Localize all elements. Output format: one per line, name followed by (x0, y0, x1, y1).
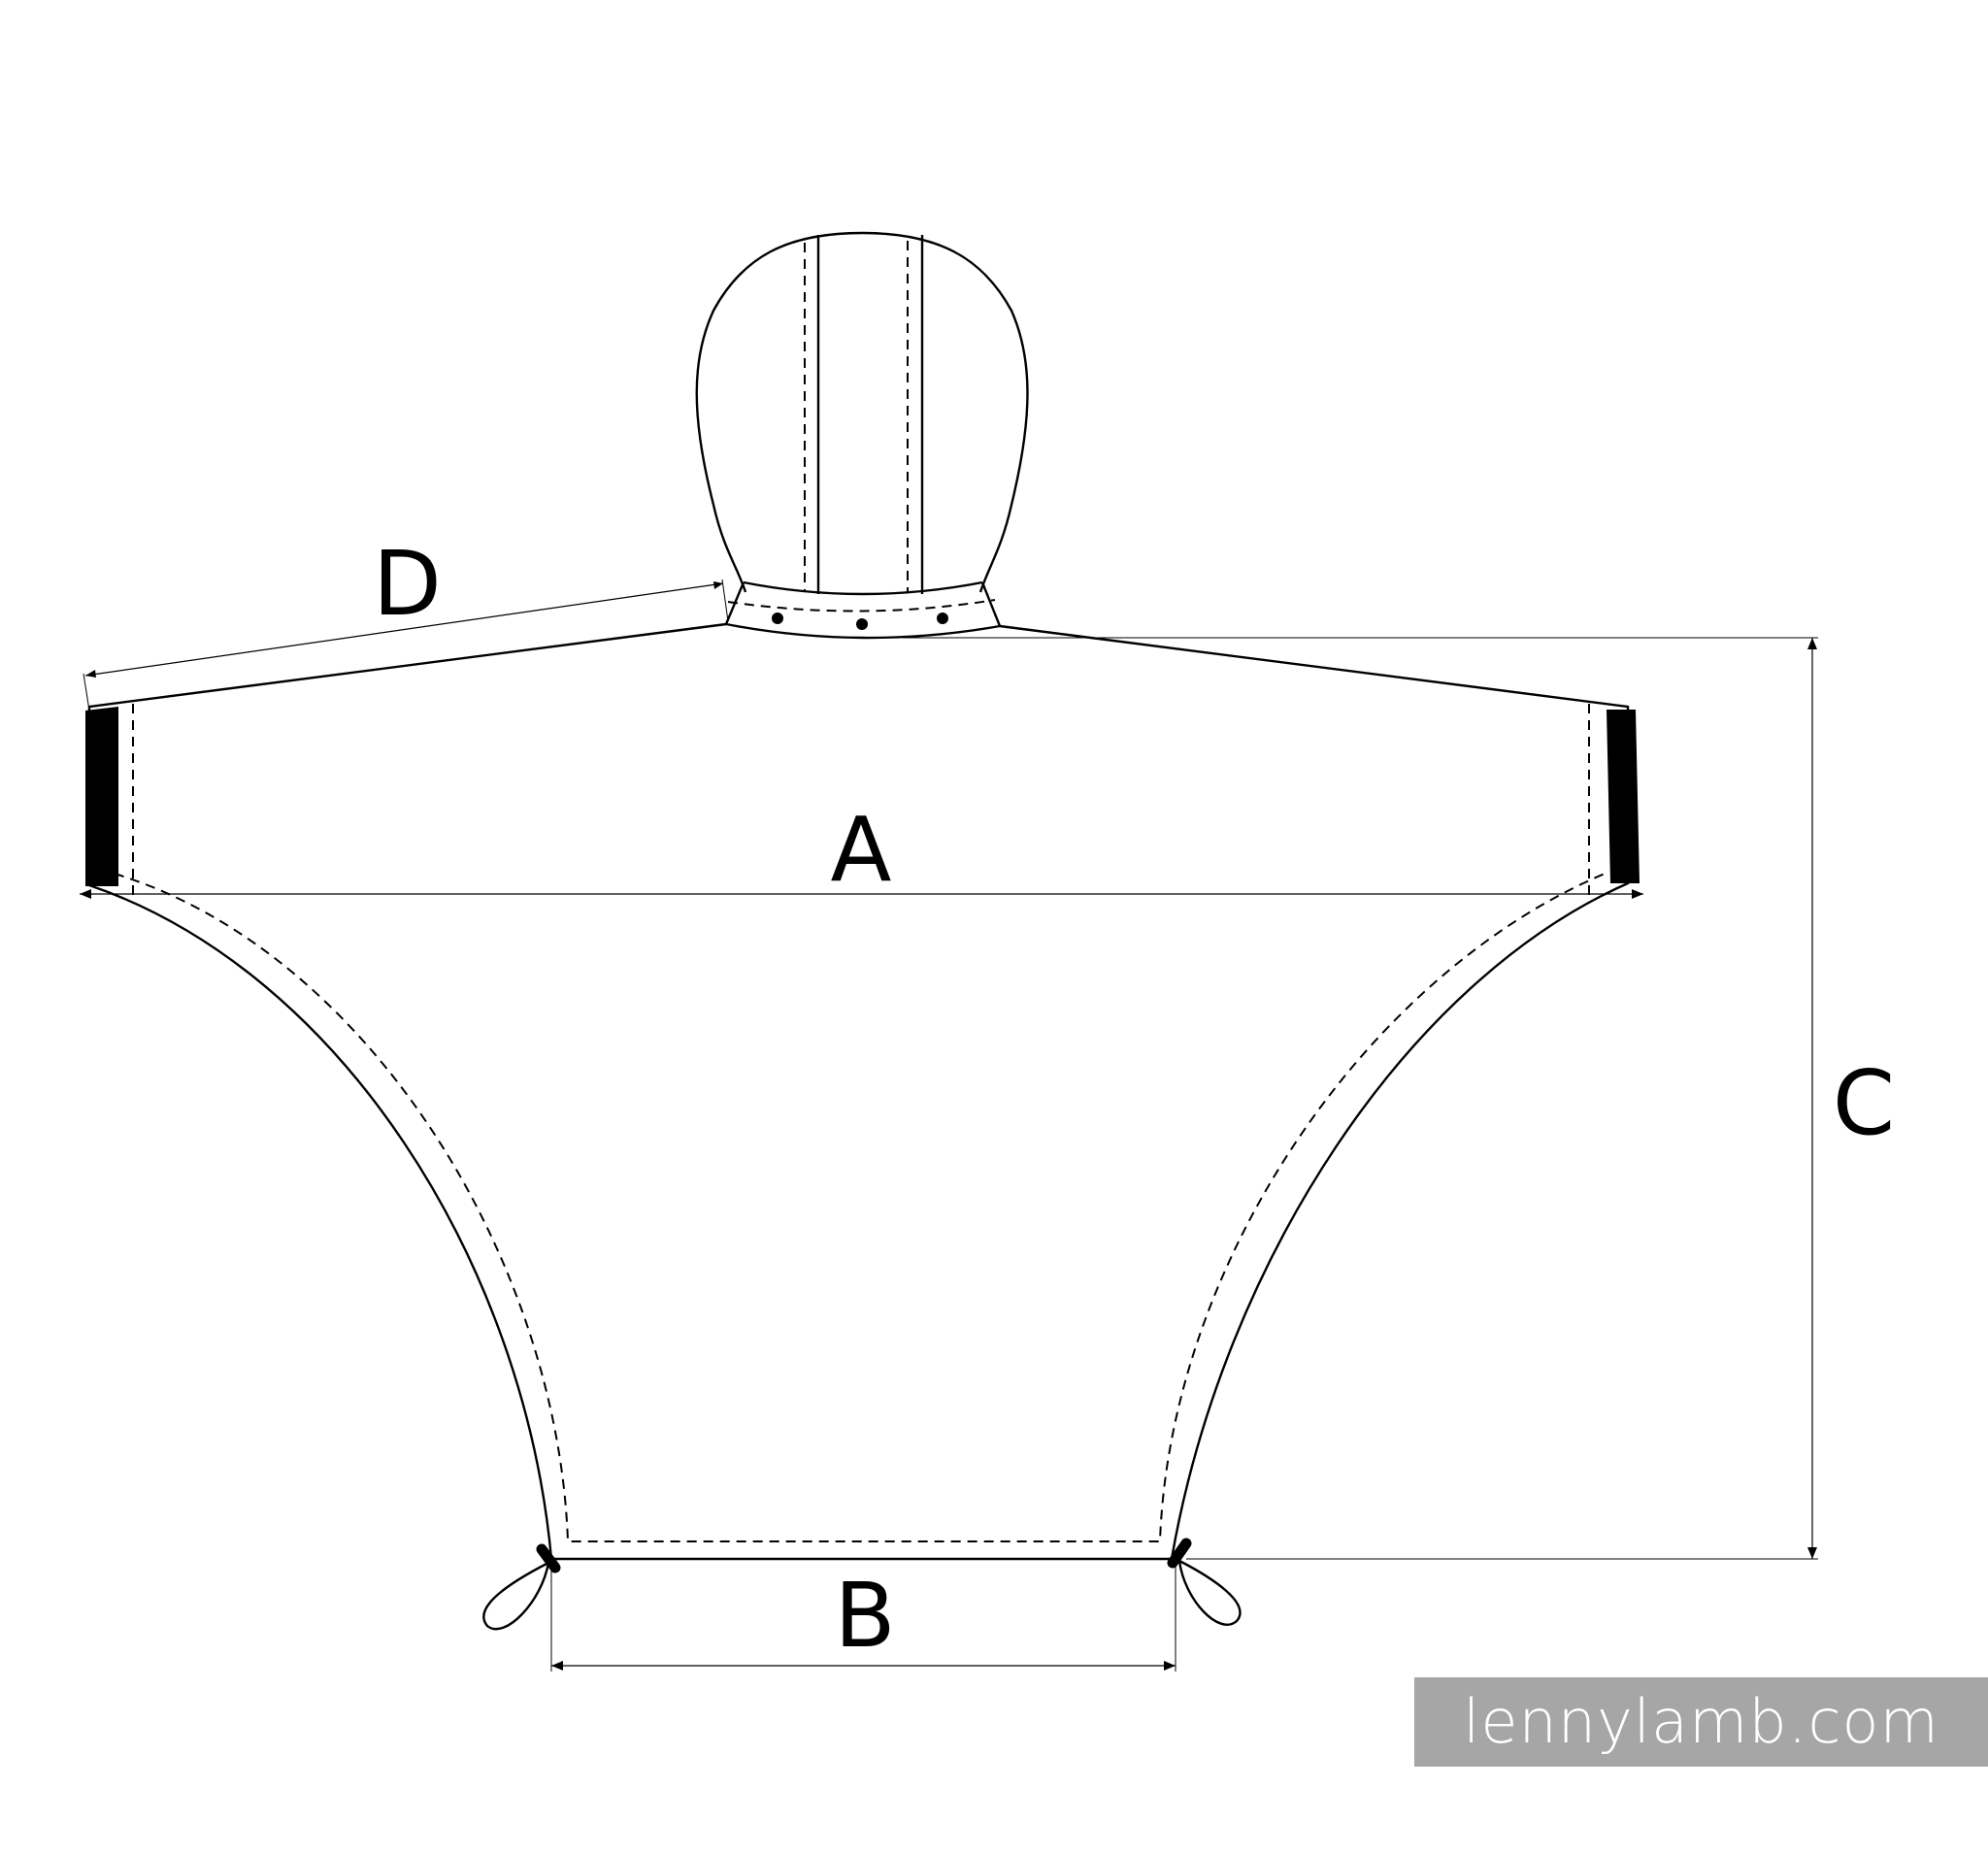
neck-band-bottom (725, 622, 1001, 640)
dimension-a-arrow-left (80, 889, 91, 899)
cord-stopper-right (1167, 1538, 1192, 1569)
dimension-d-arrow-left (85, 670, 96, 678)
hood (695, 231, 1029, 594)
drawstring-right (1167, 1538, 1242, 1626)
cord-stopper-left (536, 1543, 561, 1573)
body-outline (87, 622, 1630, 1561)
neck-band-seam (727, 599, 996, 612)
cord-loop-left (482, 1561, 550, 1631)
dimension-a: A (80, 798, 1643, 902)
dimension-label-c: C (1833, 1051, 1895, 1155)
dimension-a-arrow-right (1632, 889, 1643, 899)
dimension-label-d: D (373, 532, 442, 636)
dimension-b-arrow-right (1164, 1661, 1176, 1671)
snap-button-left (772, 612, 783, 624)
sleeve-cuff-band-left (85, 707, 118, 886)
body-side-seam-left (114, 871, 1610, 1542)
dimension-d-tick-left (83, 673, 90, 712)
dimension-d-arrow-right (713, 581, 723, 589)
snap-button-center (856, 618, 868, 630)
dimension-label-a: A (831, 798, 892, 902)
body (85, 622, 1640, 1561)
dimension-c-arrow-top (1807, 638, 1817, 649)
dimension-b-arrow-left (551, 1661, 563, 1671)
neck-band-top (743, 580, 983, 596)
neck-band-left-edge (724, 581, 746, 625)
cord-loop-right (1177, 1559, 1242, 1626)
sleeve-cuff-band-right (1607, 710, 1640, 883)
dimension-c: C (903, 637, 1895, 1560)
dimension-line-d (84, 582, 724, 677)
brand-watermark: lennylamb.com (1414, 1677, 1988, 1767)
snap-button-right (937, 612, 948, 624)
neck-band (724, 580, 1002, 640)
dimension-b: B (550, 1559, 1176, 1672)
neck-band-right-edge (980, 581, 1002, 627)
dimension-c-arrow-bottom (1807, 1547, 1817, 1559)
dimension-d: D (83, 532, 729, 712)
hood-outline (695, 231, 1029, 593)
drawstring-left (482, 1543, 561, 1631)
dimension-d-tick-right (721, 579, 729, 622)
dimension-label-b: B (834, 1564, 895, 1668)
